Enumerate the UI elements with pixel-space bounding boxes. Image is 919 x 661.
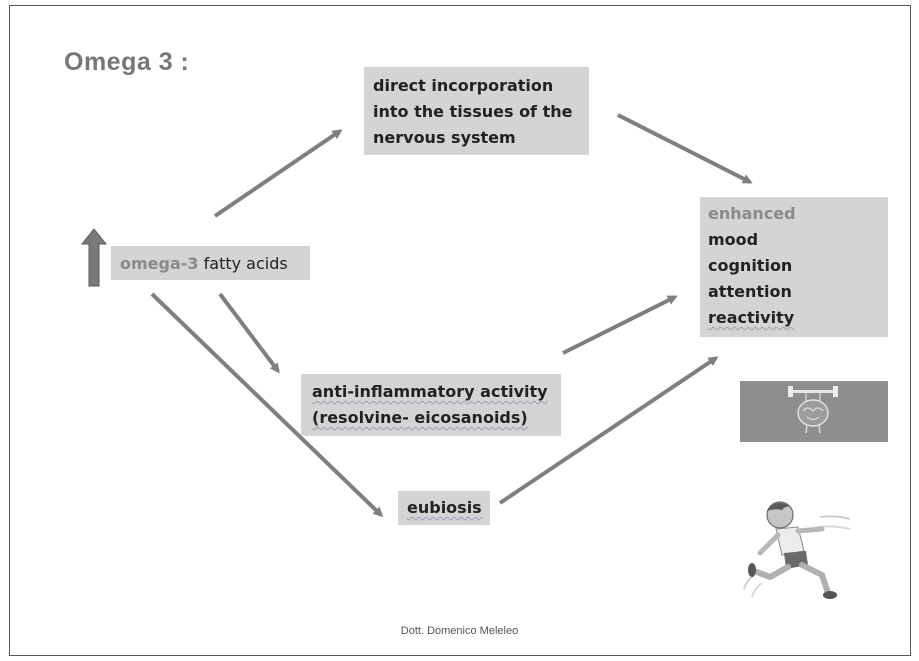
running-boy-icon (743, 501, 851, 599)
direct-line-2: into the tissues of the (373, 102, 573, 121)
up-arrow-icon (80, 228, 108, 287)
enhanced-item-mood: mood (708, 230, 759, 249)
omega3-highlight: omega-3 (120, 254, 199, 273)
enhanced-item-reactivity: reactivity (708, 308, 795, 327)
arrow-omega-to-direct (213, 129, 343, 218)
node-anti-inflammatory: anti-inflammatory activity (resolvine- e… (301, 374, 561, 436)
arrow-omega-to-anti (218, 292, 280, 374)
brain-dumbbell-image (740, 381, 888, 442)
slide-title: Omega 3 : (64, 48, 190, 76)
node-omega3-fatty-acids: omega-3 fatty acids (111, 246, 310, 280)
footer-author: Dott. Domenico Meleleo (400, 625, 519, 637)
brain-dumbbell-icon (788, 386, 838, 434)
anti-line-1: anti-inflammatory activity (312, 382, 548, 401)
arrow-anti-to-enhanced (562, 295, 678, 355)
enhanced-label: enhanced (708, 204, 796, 223)
enhanced-item-cognition: cognition (708, 256, 793, 275)
node-eubiosis: eubiosis (398, 491, 490, 525)
anti-line-2: (resolvine- eicosanoids) (312, 408, 528, 427)
arrow-eubiosis-to-enhanced (498, 356, 719, 505)
arrow-direct-to-enhanced (617, 113, 753, 184)
enhanced-item-attention: attention (708, 282, 792, 301)
node-enhanced: enhanced mood cognition attention reacti… (700, 197, 888, 337)
node-direct-incorporation: direct incorporation into the tissues of… (364, 67, 589, 155)
eubiosis-label: eubiosis (407, 498, 482, 517)
direct-line-1: direct incorporation (373, 76, 554, 95)
direct-line-3: nervous system (373, 128, 516, 147)
omega3-rest: fatty acids (198, 254, 288, 273)
arrow-omega-to-eubiosis (150, 292, 384, 518)
